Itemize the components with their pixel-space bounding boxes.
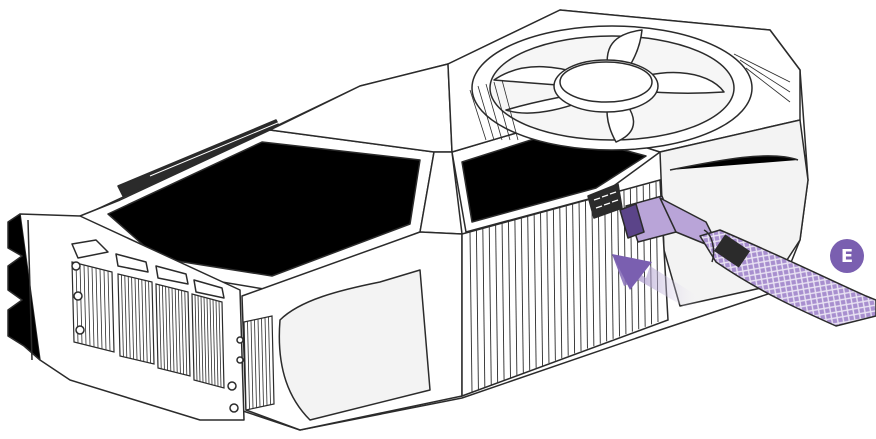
display-ports [71, 239, 225, 299]
fan [469, 25, 791, 151]
heatsink-fins [461, 179, 669, 398]
power-socket [587, 183, 623, 219]
side-vent [243, 315, 275, 411]
callout-badge: E [830, 239, 864, 273]
power-cable [699, 229, 876, 327]
insertion-arrow [612, 254, 704, 310]
callout-label: E [841, 246, 853, 267]
bracket-screws [71, 261, 244, 413]
